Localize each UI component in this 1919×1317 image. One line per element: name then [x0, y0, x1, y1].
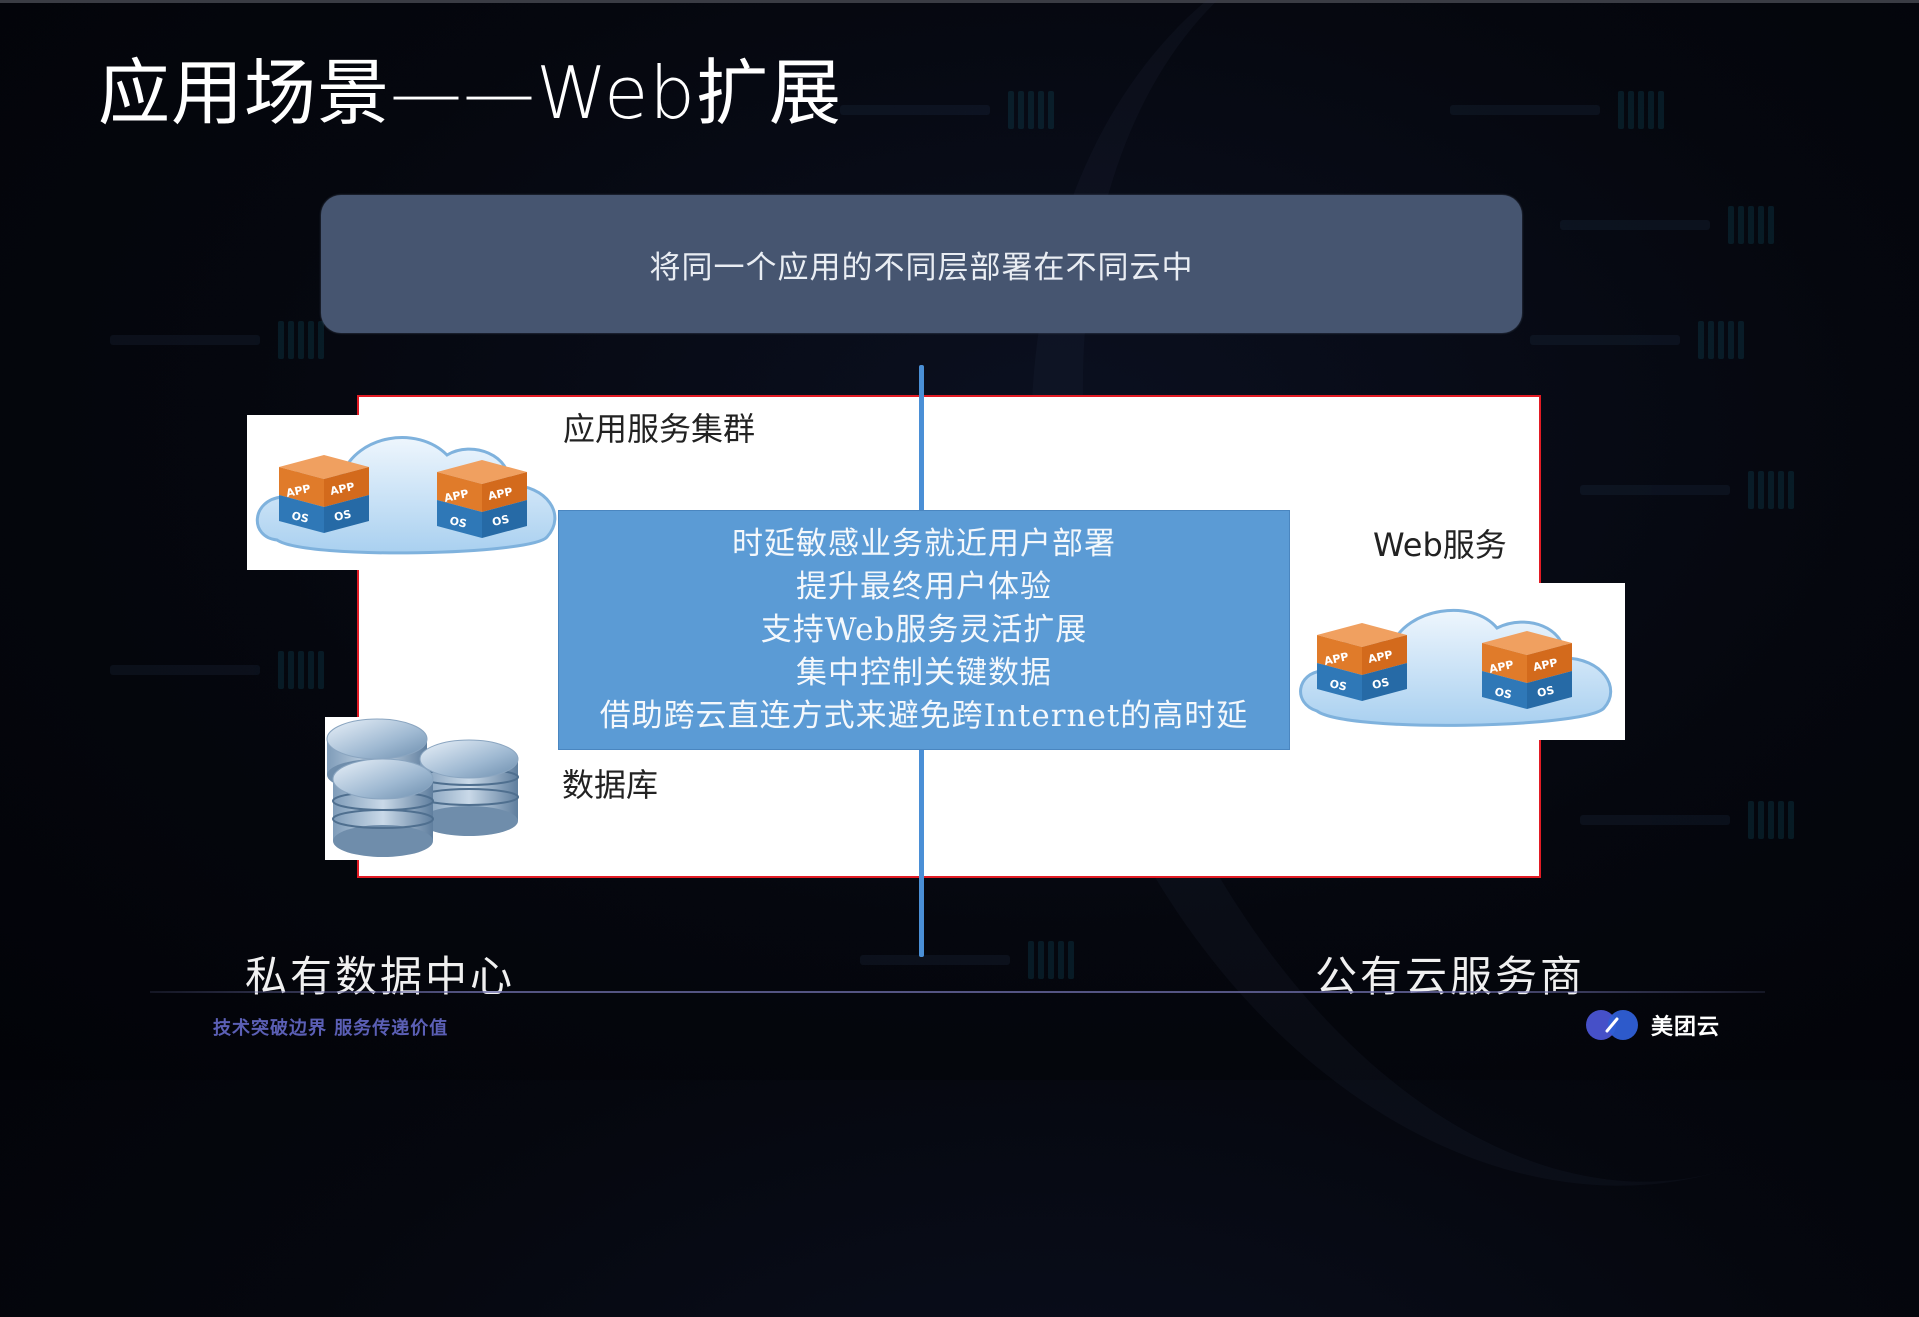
database-label: 数据库: [562, 766, 659, 804]
svg-text:OS: OS: [1536, 684, 1556, 700]
database-icon: [325, 717, 520, 860]
background-watermark: [840, 90, 1054, 130]
svg-text:APP: APP: [1488, 658, 1515, 676]
svg-text:APP: APP: [1367, 648, 1394, 666]
svg-text:APP: APP: [1323, 650, 1350, 668]
web-service-label: Web服务: [1373, 526, 1507, 564]
footer-divider: [150, 991, 1765, 993]
benefit-item: 提升最终用户体验: [796, 568, 1052, 605]
background-watermark: [1580, 800, 1794, 840]
brand-logo: 美团云: [1583, 1008, 1720, 1042]
banner-text: 将同一个应用的不同层部署在不同云中: [649, 249, 1194, 286]
summary-banner: 将同一个应用的不同层部署在不同云中: [321, 195, 1522, 333]
background-watermark: [1580, 470, 1794, 510]
public-cloud-label: 公有云服务商: [1315, 952, 1586, 1001]
svg-text:APP: APP: [285, 482, 312, 500]
web-service-cloud-icon: APP APP OS OS APP APP OS OS: [1292, 583, 1625, 740]
benefits-box: 时延敏感业务就近用户部署 提升最终用户体验 支持Web服务灵活扩展 集中控制关键…: [558, 510, 1290, 750]
svg-text:OS: OS: [1328, 677, 1348, 693]
svg-text:OS: OS: [491, 513, 511, 529]
svg-text:APP: APP: [487, 485, 514, 503]
private-datacenter-label: 私有数据中心: [245, 952, 516, 1001]
svg-text:APP: APP: [329, 480, 356, 498]
background-watermark: [1450, 90, 1664, 130]
svg-text:OS: OS: [290, 509, 310, 525]
app-cluster-label: 应用服务集群: [563, 410, 756, 448]
background-watermark: [110, 650, 324, 690]
svg-text:OS: OS: [1371, 676, 1391, 692]
benefit-item: 支持Web服务灵活扩展: [760, 611, 1088, 648]
benefit-item: 时延敏感业务就近用户部署: [732, 525, 1116, 562]
benefit-item: 借助跨云直连方式来避免跨Internet的高时延: [599, 697, 1249, 734]
benefit-item: 集中控制关键数据: [796, 654, 1052, 691]
svg-text:APP: APP: [1532, 656, 1559, 674]
svg-text:OS: OS: [448, 514, 468, 530]
background-watermark: [110, 320, 324, 360]
app-cluster-cloud-icon: APP APP OS OS APP APP OS OS: [247, 415, 575, 570]
svg-text:OS: OS: [1493, 685, 1513, 701]
footer-slogan: 技术突破边界 服务传递价值: [213, 1018, 449, 1039]
svg-text:APP: APP: [443, 487, 470, 505]
svg-text:OS: OS: [333, 508, 353, 524]
slide-title: 应用场景——Web扩展: [98, 51, 842, 135]
top-strip: [0, 0, 1919, 3]
background-watermark: [860, 940, 1074, 980]
background-watermark: [1560, 205, 1774, 245]
background-watermark: [1530, 320, 1744, 360]
meituan-cloud-logo-icon: [1586, 1010, 1638, 1040]
logo-text: 美团云: [1651, 1015, 1721, 1040]
